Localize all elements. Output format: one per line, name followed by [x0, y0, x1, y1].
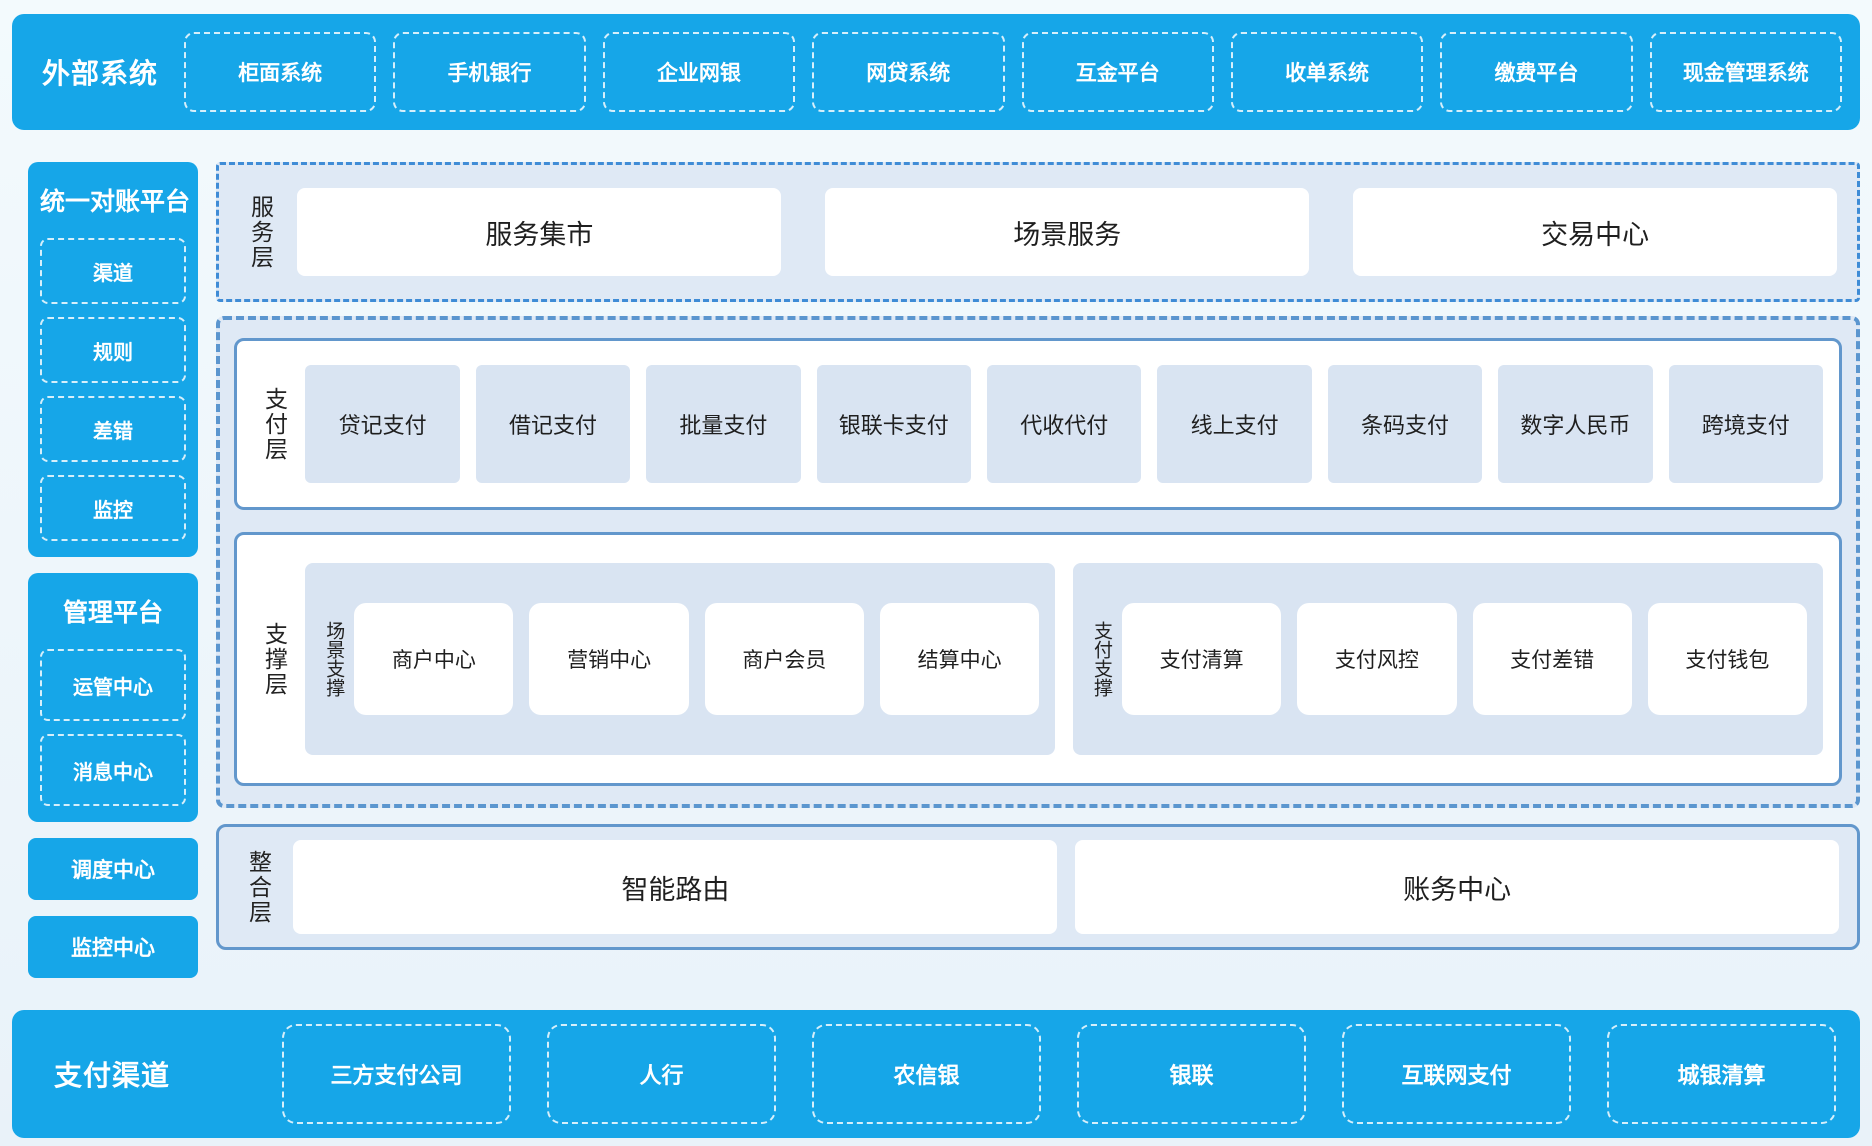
integration-layer: 整合层 智能路由 账务中心 [216, 824, 1860, 950]
channel-unionpay: 银联 [1077, 1024, 1306, 1124]
payment-support-label: 支付支撑 [1091, 621, 1113, 697]
integration-layer-items: 智能路由 账务中心 [293, 840, 1839, 934]
channel-rural-credit-bank: 农信银 [812, 1024, 1041, 1124]
service-market-box: 服务集市 [297, 188, 782, 276]
external-system-fee-payment: 缴费平台 [1440, 32, 1633, 112]
external-system-acquiring: 收单系统 [1230, 32, 1424, 112]
service-layer-label: 服务层 [247, 194, 274, 270]
cross-border-payment-box: 跨境支付 [1668, 365, 1823, 483]
reconciliation-platform-title: 统一对账平台 [40, 188, 191, 216]
transaction-center-box: 交易中心 [1353, 188, 1838, 276]
payment-support-items: 支付清算 支付风控 支付差错 支付钱包 [1122, 603, 1808, 715]
support-layer-groups: 场景支撑 商户中心 营销中心 商户会员 结算中心 支付支撑 支付清算 [305, 563, 1823, 755]
payment-layer-label: 支付层 [261, 386, 288, 462]
payment-clearing-box: 支付清算 [1122, 603, 1282, 715]
external-system-corporate-ebank: 企业网银 [602, 32, 796, 112]
external-system-internet-finance: 互金平台 [1021, 32, 1214, 112]
reconciliation-platform-panel: 统一对账平台 渠道 规则 差错 监控 [28, 162, 198, 557]
integration-layer-label: 整合层 [245, 849, 272, 925]
payment-support-group: 支付支撑 支付清算 支付风控 支付差错 支付钱包 [1073, 563, 1823, 755]
content-row: 统一对账平台 渠道 规则 差错 监控 管理平台 运管中心 消息中心 调度中心 监… [12, 162, 1860, 1010]
payment-wallet-box: 支付钱包 [1647, 603, 1808, 715]
digital-rmb-box: 数字人民币 [1498, 365, 1653, 483]
external-system-online-loan: 网贷系统 [812, 32, 1005, 112]
channel-third-party-payment: 三方支付公司 [282, 1024, 511, 1124]
scenario-service-box: 场景服务 [825, 188, 1310, 276]
marketing-center-box: 营销中心 [529, 603, 689, 715]
left-sidebar: 统一对账平台 渠道 规则 差错 监控 管理平台 运管中心 消息中心 调度中心 监… [28, 162, 198, 1010]
settlement-center-box: 结算中心 [879, 603, 1040, 715]
scenario-support-label: 场景支撑 [323, 621, 345, 697]
channel-city-bank-clearing: 城银清算 [1607, 1024, 1836, 1124]
external-systems-bar: 外部系统 柜面系统 手机银行 企业网银 网贷系统 互金平台 收单系统 缴费平台 … [12, 14, 1860, 130]
external-systems-items: 柜面系统 手机银行 企业网银 网贷系统 互金平台 收单系统 缴费平台 现金管理系… [184, 32, 1842, 112]
payment-channels-items: 三方支付公司 人行 农信银 银联 互联网支付 城银清算 [282, 1024, 1836, 1124]
payment-channels-bar: 支付渠道 三方支付公司 人行 农信银 银联 互联网支付 城银清算 [12, 1010, 1860, 1138]
external-system-cash-management: 现金管理系统 [1649, 32, 1842, 112]
channel-pboc: 人行 [547, 1024, 776, 1124]
debit-payment-box: 借记支付 [475, 365, 631, 483]
management-platform-panel: 管理平台 运管中心 消息中心 [28, 573, 198, 822]
reconciliation-item-monitoring: 监控 [40, 475, 186, 541]
reconciliation-item-discrepancy: 差错 [40, 396, 186, 462]
payment-discrepancy-box: 支付差错 [1472, 603, 1632, 715]
payment-channels-title: 支付渠道 [54, 1060, 171, 1091]
support-layer: 支撑层 场景支撑 商户中心 营销中心 商户会员 结算中心 [234, 532, 1842, 786]
unionpay-card-payment-box: 银联卡支付 [816, 365, 971, 483]
management-platform-title: 管理平台 [62, 599, 163, 627]
payment-layer-items: 贷记支付 借记支付 批量支付 银联卡支付 代收代付 线上支付 条码支付 数字人民… [305, 365, 1823, 483]
merchant-center-box: 商户中心 [354, 603, 514, 715]
scenario-support-items: 商户中心 营销中心 商户会员 结算中心 [354, 603, 1040, 715]
service-layer: 服务层 服务集市 场景服务 交易中心 [216, 162, 1860, 302]
scheduling-center-box: 调度中心 [28, 838, 198, 900]
collection-agency-payment-box: 代收代付 [987, 365, 1142, 483]
reconciliation-item-rules: 规则 [40, 317, 186, 383]
credit-payment-box: 贷记支付 [305, 365, 460, 483]
scenario-support-group: 场景支撑 商户中心 营销中心 商户会员 结算中心 [305, 563, 1056, 755]
merchant-member-box: 商户会员 [704, 603, 864, 715]
payment-risk-control-box: 支付风控 [1297, 603, 1457, 715]
external-systems-title: 外部系统 [42, 58, 159, 89]
core-layers-wrapper: 支付层 贷记支付 借记支付 批量支付 银联卡支付 代收代付 线上支付 条码支付 … [216, 316, 1860, 808]
barcode-payment-box: 条码支付 [1327, 365, 1483, 483]
online-payment-box: 线上支付 [1157, 365, 1312, 483]
accounting-center-box: 账务中心 [1075, 840, 1839, 934]
main-layers: 服务层 服务集市 场景服务 交易中心 支付层 贷记支付 借记支付 批量支付 银联… [216, 162, 1860, 1010]
smart-routing-box: 智能路由 [293, 840, 1058, 934]
support-layer-label: 支撑层 [261, 621, 288, 697]
management-item-operations-center: 运管中心 [40, 649, 186, 721]
management-item-message-center: 消息中心 [40, 734, 186, 806]
reconciliation-item-channel: 渠道 [40, 238, 186, 304]
channel-internet-payment: 互联网支付 [1342, 1024, 1571, 1124]
batch-payment-box: 批量支付 [646, 365, 801, 483]
service-layer-items: 服务集市 场景服务 交易中心 [297, 188, 1838, 276]
payment-layer: 支付层 贷记支付 借记支付 批量支付 银联卡支付 代收代付 线上支付 条码支付 … [234, 338, 1842, 510]
monitoring-center-box: 监控中心 [28, 916, 198, 978]
external-system-counter: 柜面系统 [184, 32, 377, 112]
external-system-mobile-banking: 手机银行 [393, 32, 586, 112]
